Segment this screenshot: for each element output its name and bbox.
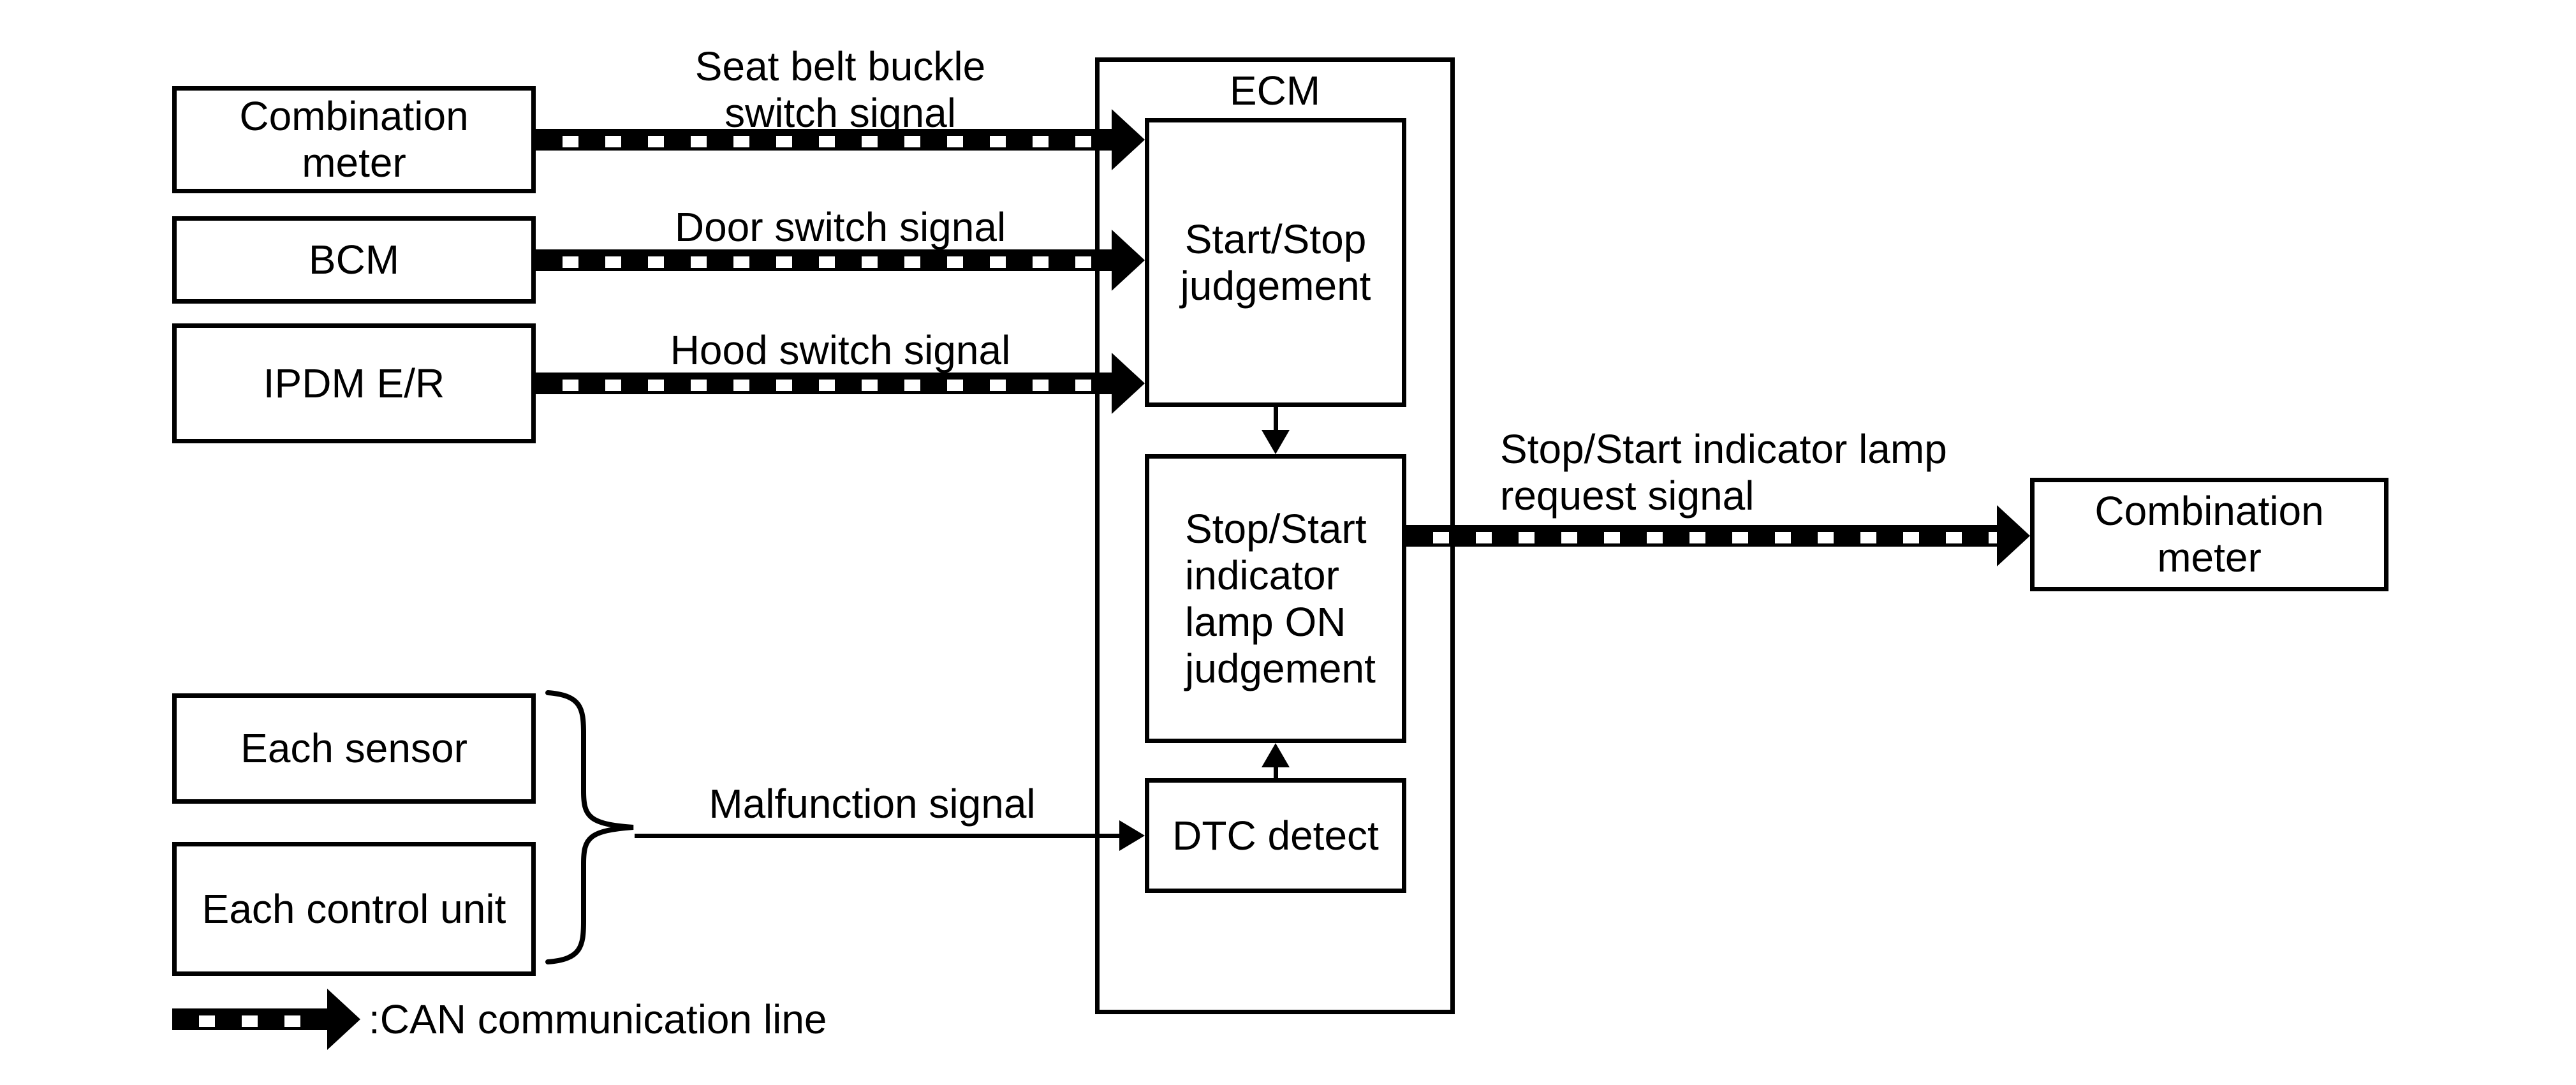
- arrowhead-right-icon: [1112, 353, 1145, 414]
- label-malfunction-signal: Malfunction signal: [709, 781, 1036, 827]
- arrowhead-right-icon: [327, 989, 360, 1050]
- node-combination-meter-right: Combination meter: [2030, 478, 2388, 591]
- node-each-sensor: Each sensor: [172, 693, 536, 804]
- curly-brace-icon: [545, 690, 634, 964]
- can-line-seat-belt: [536, 109, 1145, 170]
- arrow-dtc-to-lamp: [1274, 767, 1278, 778]
- arrow-malfunction-to-dtc: [635, 834, 1119, 838]
- label-lamp-request-signal: Stop/Start indicator lamp request signal: [1500, 426, 1947, 519]
- node-dtc-detect: DTC detect: [1145, 778, 1406, 893]
- node-start-stop-judgement: Start/Stop judgement: [1145, 118, 1406, 407]
- arrowhead-down-icon: [1262, 430, 1290, 454]
- arrowhead-right-icon: [1997, 505, 2030, 566]
- arrow-judgement-to-lamp: [1274, 407, 1278, 432]
- can-line-shaft: [172, 1008, 327, 1030]
- node-combination-meter-left: Combination meter: [172, 86, 536, 193]
- can-line-shaft: [536, 129, 1112, 151]
- node-lamp-on-judgement: Stop/Start indicator lamp ON judgement: [1145, 454, 1406, 743]
- label-seat-belt-signal: Seat belt buckle switch signal: [695, 43, 986, 136]
- can-line-shaft: [1406, 525, 1997, 547]
- node-each-control-unit: Each control unit: [172, 842, 536, 976]
- can-line-hood: [536, 353, 1145, 414]
- arrowhead-right-icon: [1112, 109, 1145, 170]
- can-line-shaft: [536, 249, 1112, 271]
- label-hood-signal: Hood switch signal: [670, 327, 1011, 373]
- legend-can-label: :CAN communication line: [369, 996, 827, 1042]
- node-bcm: BCM: [172, 216, 536, 304]
- can-line-shaft: [536, 373, 1112, 394]
- arrowhead-right-icon: [1112, 230, 1145, 291]
- arrowhead-right-icon: [1119, 820, 1145, 851]
- node-ipdm-er: IPDM E/R: [172, 323, 536, 443]
- label-door-signal: Door switch signal: [674, 204, 1006, 250]
- legend-can-line-sample: [172, 989, 360, 1050]
- ecm-title: ECM: [1229, 68, 1321, 114]
- can-line-door: [536, 230, 1145, 291]
- arrowhead-up-icon: [1262, 743, 1290, 767]
- can-line-lamp-request: [1406, 505, 2030, 566]
